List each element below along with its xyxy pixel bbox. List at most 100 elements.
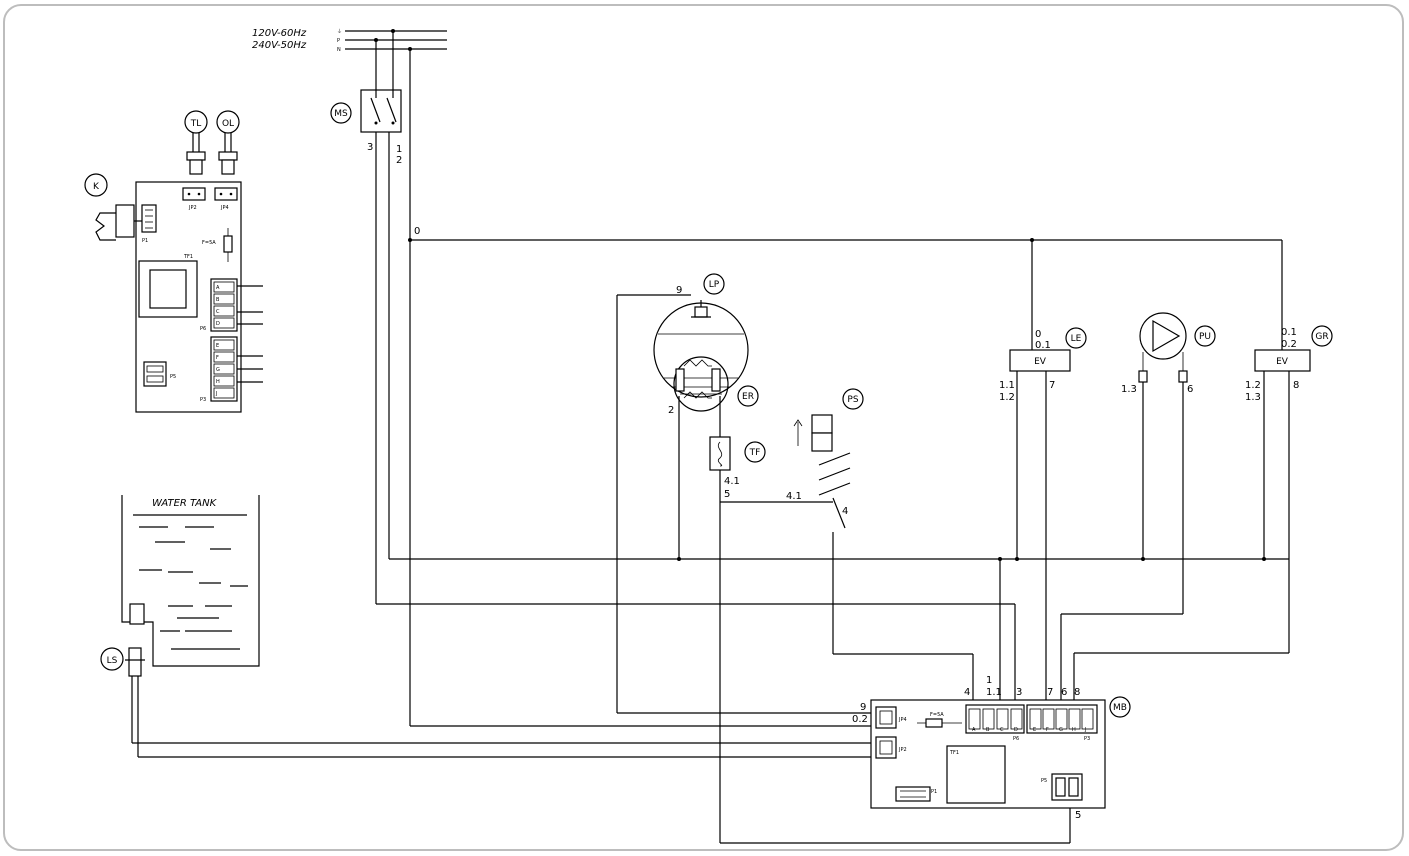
left-p5-label: P5 xyxy=(170,374,176,380)
mb-p3-pin-g: G xyxy=(1059,727,1063,733)
diagram-frame xyxy=(3,4,1404,851)
boiler: LP 9 ER 2 xyxy=(653,273,759,416)
mb-p6-pin-c: C xyxy=(1000,727,1004,733)
mb-jp2-label: JP2 xyxy=(898,747,907,753)
supply-label-2: 240V-50Hz xyxy=(252,40,307,51)
left-p3-pin-e: E xyxy=(216,343,219,349)
tl-tag: TL xyxy=(190,119,202,129)
left-p6-pin-c: C xyxy=(216,309,220,315)
left-p3-pin-j: J xyxy=(215,391,217,397)
gr-wire-8: 8 xyxy=(1293,380,1299,391)
mb-p6-pin-b: B xyxy=(986,727,990,733)
supply-phase-label: P xyxy=(337,38,340,44)
mb-wire-8: 8 xyxy=(1074,687,1080,698)
pump: PU 1.3 6 xyxy=(1121,312,1216,395)
left-p6-pin-a: A xyxy=(216,285,220,291)
mb-p3-pin-f: F xyxy=(1046,727,1049,733)
supply-earth-label: ⏚ xyxy=(337,28,342,35)
thermal-fuse: TF 4.1 5 xyxy=(709,436,766,500)
ms-tag: MS xyxy=(334,109,348,119)
gr-wire-02: 0.2 xyxy=(1281,339,1297,350)
ol-tag: OL xyxy=(222,119,234,129)
lp-wire-9: 9 xyxy=(676,285,682,296)
er-wire-2: 2 xyxy=(668,405,674,416)
left-p3-pin-g: G xyxy=(216,367,220,373)
left-p3-pin-h: H xyxy=(216,379,220,385)
mb-tag: MB xyxy=(1113,703,1127,713)
gr-tag: GR xyxy=(1315,332,1328,342)
mb-fuse-label: F=5A xyxy=(930,712,944,718)
er-tag: ER xyxy=(742,392,754,402)
gr-wire-12: 1.2 xyxy=(1245,380,1261,391)
mb-p3-pin-e: E xyxy=(1033,727,1036,733)
left-jp4-label: JP4 xyxy=(220,205,229,211)
gr-ev-label: EV xyxy=(1276,357,1289,367)
pu-wire-6: 6 xyxy=(1187,384,1193,395)
mb-wire-1: 1 xyxy=(986,675,992,686)
board-detail: TL OL JP2 JP4 K P1 F=5A TF1 xyxy=(84,110,263,413)
left-p1-label: P1 xyxy=(142,238,148,244)
ms-wire-3: 3 xyxy=(367,142,373,153)
gr-wire-01: 0.1 xyxy=(1281,327,1297,338)
mb-p5-label: P5 xyxy=(1041,778,1047,784)
le-wire-11: 1.1 xyxy=(999,380,1015,391)
left-jp2-label: JP2 xyxy=(188,205,197,211)
left-p6-pin-d: D xyxy=(216,321,220,327)
left-p6-pin-b: B xyxy=(216,297,220,303)
water-tank-label: WATER TANK xyxy=(152,498,218,509)
left-p3-label: P3 xyxy=(200,397,206,403)
left-fuse-label: F=5A xyxy=(202,240,216,246)
ms-wire-2: 2 xyxy=(396,155,402,166)
k-tag: K xyxy=(93,182,100,192)
mb-wire-3: 3 xyxy=(1016,687,1022,698)
mb-p3-pin-j: J xyxy=(1084,727,1086,733)
load-valve: EV LE 0 0.1 1.1 1.2 7 xyxy=(999,327,1087,403)
mb-p6-label: P6 xyxy=(1013,736,1019,742)
water-tank: WATER TANK LS xyxy=(100,495,260,677)
main-switch: MS 3 1 2 xyxy=(330,31,402,166)
mb-wire-4: 4 xyxy=(964,687,970,698)
mb-p3-label: P3 xyxy=(1084,736,1090,742)
mb-p6-pin-a: A xyxy=(972,727,976,733)
gr-wire-13: 1.3 xyxy=(1245,392,1261,403)
mb-wire-02: 0.2 xyxy=(852,714,868,725)
drain-valve: EV GR 0.1 0.2 1.2 1.3 8 xyxy=(1245,325,1333,403)
pressure-switch: PS 4.1 4 xyxy=(786,388,864,529)
mb-wire-11: 1.1 xyxy=(986,687,1002,698)
ls-tag: LS xyxy=(107,656,118,666)
le-tag: LE xyxy=(1071,334,1082,344)
ps-tag: PS xyxy=(847,395,858,405)
tf-wire-41: 4.1 xyxy=(724,476,740,487)
pu-wire-13: 1.3 xyxy=(1121,384,1137,395)
mb-tf1-label: TF1 xyxy=(949,750,959,756)
ms-wire-1: 1 xyxy=(396,144,402,155)
ps-wire-41: 4.1 xyxy=(786,491,802,502)
left-p3-pin-f: F xyxy=(216,355,219,361)
lp-tag: LP xyxy=(709,280,720,290)
le-wire-12: 1.2 xyxy=(999,392,1015,403)
le-wire-7: 7 xyxy=(1049,380,1055,391)
le-wire-01: 0.1 xyxy=(1035,340,1051,351)
le-ev-label: EV xyxy=(1034,357,1047,367)
mb-jp4-label: JP4 xyxy=(898,717,907,723)
mb-p3-pin-h: H xyxy=(1072,727,1076,733)
main-board: MB JP4 JP2 F=5A TF1 P1 P5 A B C D P6 xyxy=(870,675,1131,821)
supply-neutral-label: N xyxy=(337,47,341,53)
left-p6-label: P6 xyxy=(200,326,206,332)
pu-tag: PU xyxy=(1199,332,1211,342)
left-tf1-label: TF1 xyxy=(183,254,193,260)
mb-wire-7: 7 xyxy=(1047,687,1053,698)
power-supply: 120V-60Hz 240V-50Hz ⏚ P N xyxy=(252,28,447,53)
mb-p1-label: P1 xyxy=(931,789,937,795)
mb-wire-5: 5 xyxy=(1075,810,1081,821)
tf-tag: TF xyxy=(749,448,761,458)
tf-wire-5: 5 xyxy=(724,489,730,500)
ps-wire-4: 4 xyxy=(842,506,848,517)
neutral-wire-0: 0 xyxy=(414,226,420,237)
le-wire-0: 0 xyxy=(1035,329,1041,340)
mb-wire-9: 9 xyxy=(860,702,866,713)
supply-label-1: 120V-60Hz xyxy=(252,28,307,39)
mb-wire-6: 6 xyxy=(1061,687,1067,698)
mb-p6-pin-d: D xyxy=(1014,727,1018,733)
